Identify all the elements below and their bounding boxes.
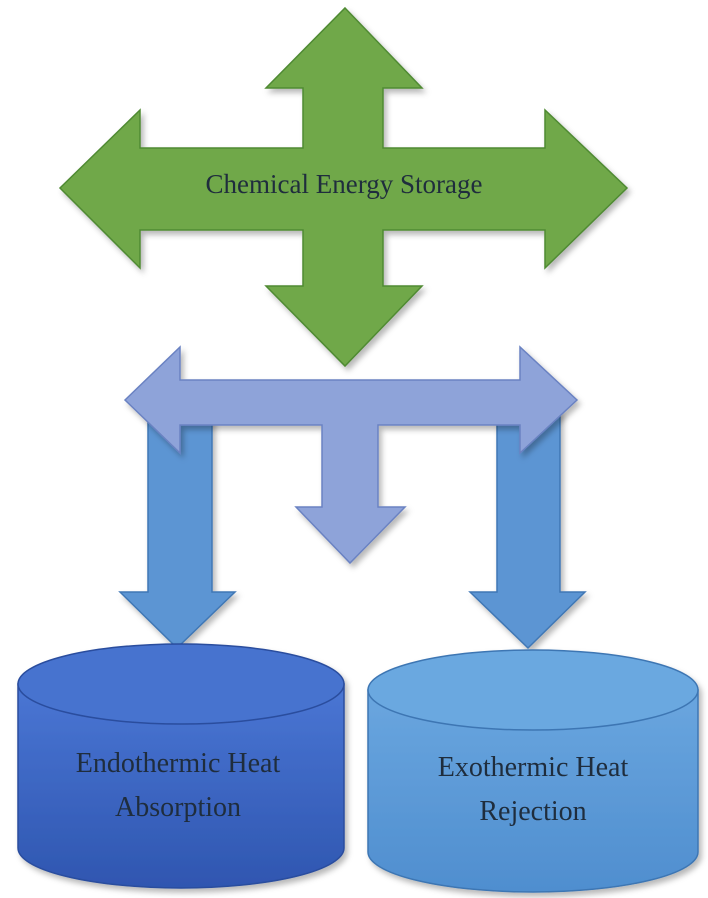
left-tank-body — [17, 683, 345, 889]
left-tank-label-line2: Absorption — [115, 792, 241, 823]
left-tank — [17, 643, 345, 889]
right-tank-body — [367, 689, 699, 893]
branch-arrow — [123, 345, 579, 565]
left-down-arrow — [118, 409, 237, 650]
right-tank-label-line2: Rejection — [479, 796, 586, 827]
right-tank-label-line1: Exothermic Heat — [438, 752, 629, 783]
right-tank-top — [367, 649, 699, 731]
left-tank-label-line1: Endothermic Heat — [76, 748, 281, 779]
right-down-arrow — [468, 409, 587, 650]
four-way-arrow-label: Chemical Energy Storage — [206, 169, 483, 199]
four-way-arrow — [58, 6, 629, 368]
left-tank-top — [17, 643, 345, 725]
right-tank — [367, 649, 699, 893]
